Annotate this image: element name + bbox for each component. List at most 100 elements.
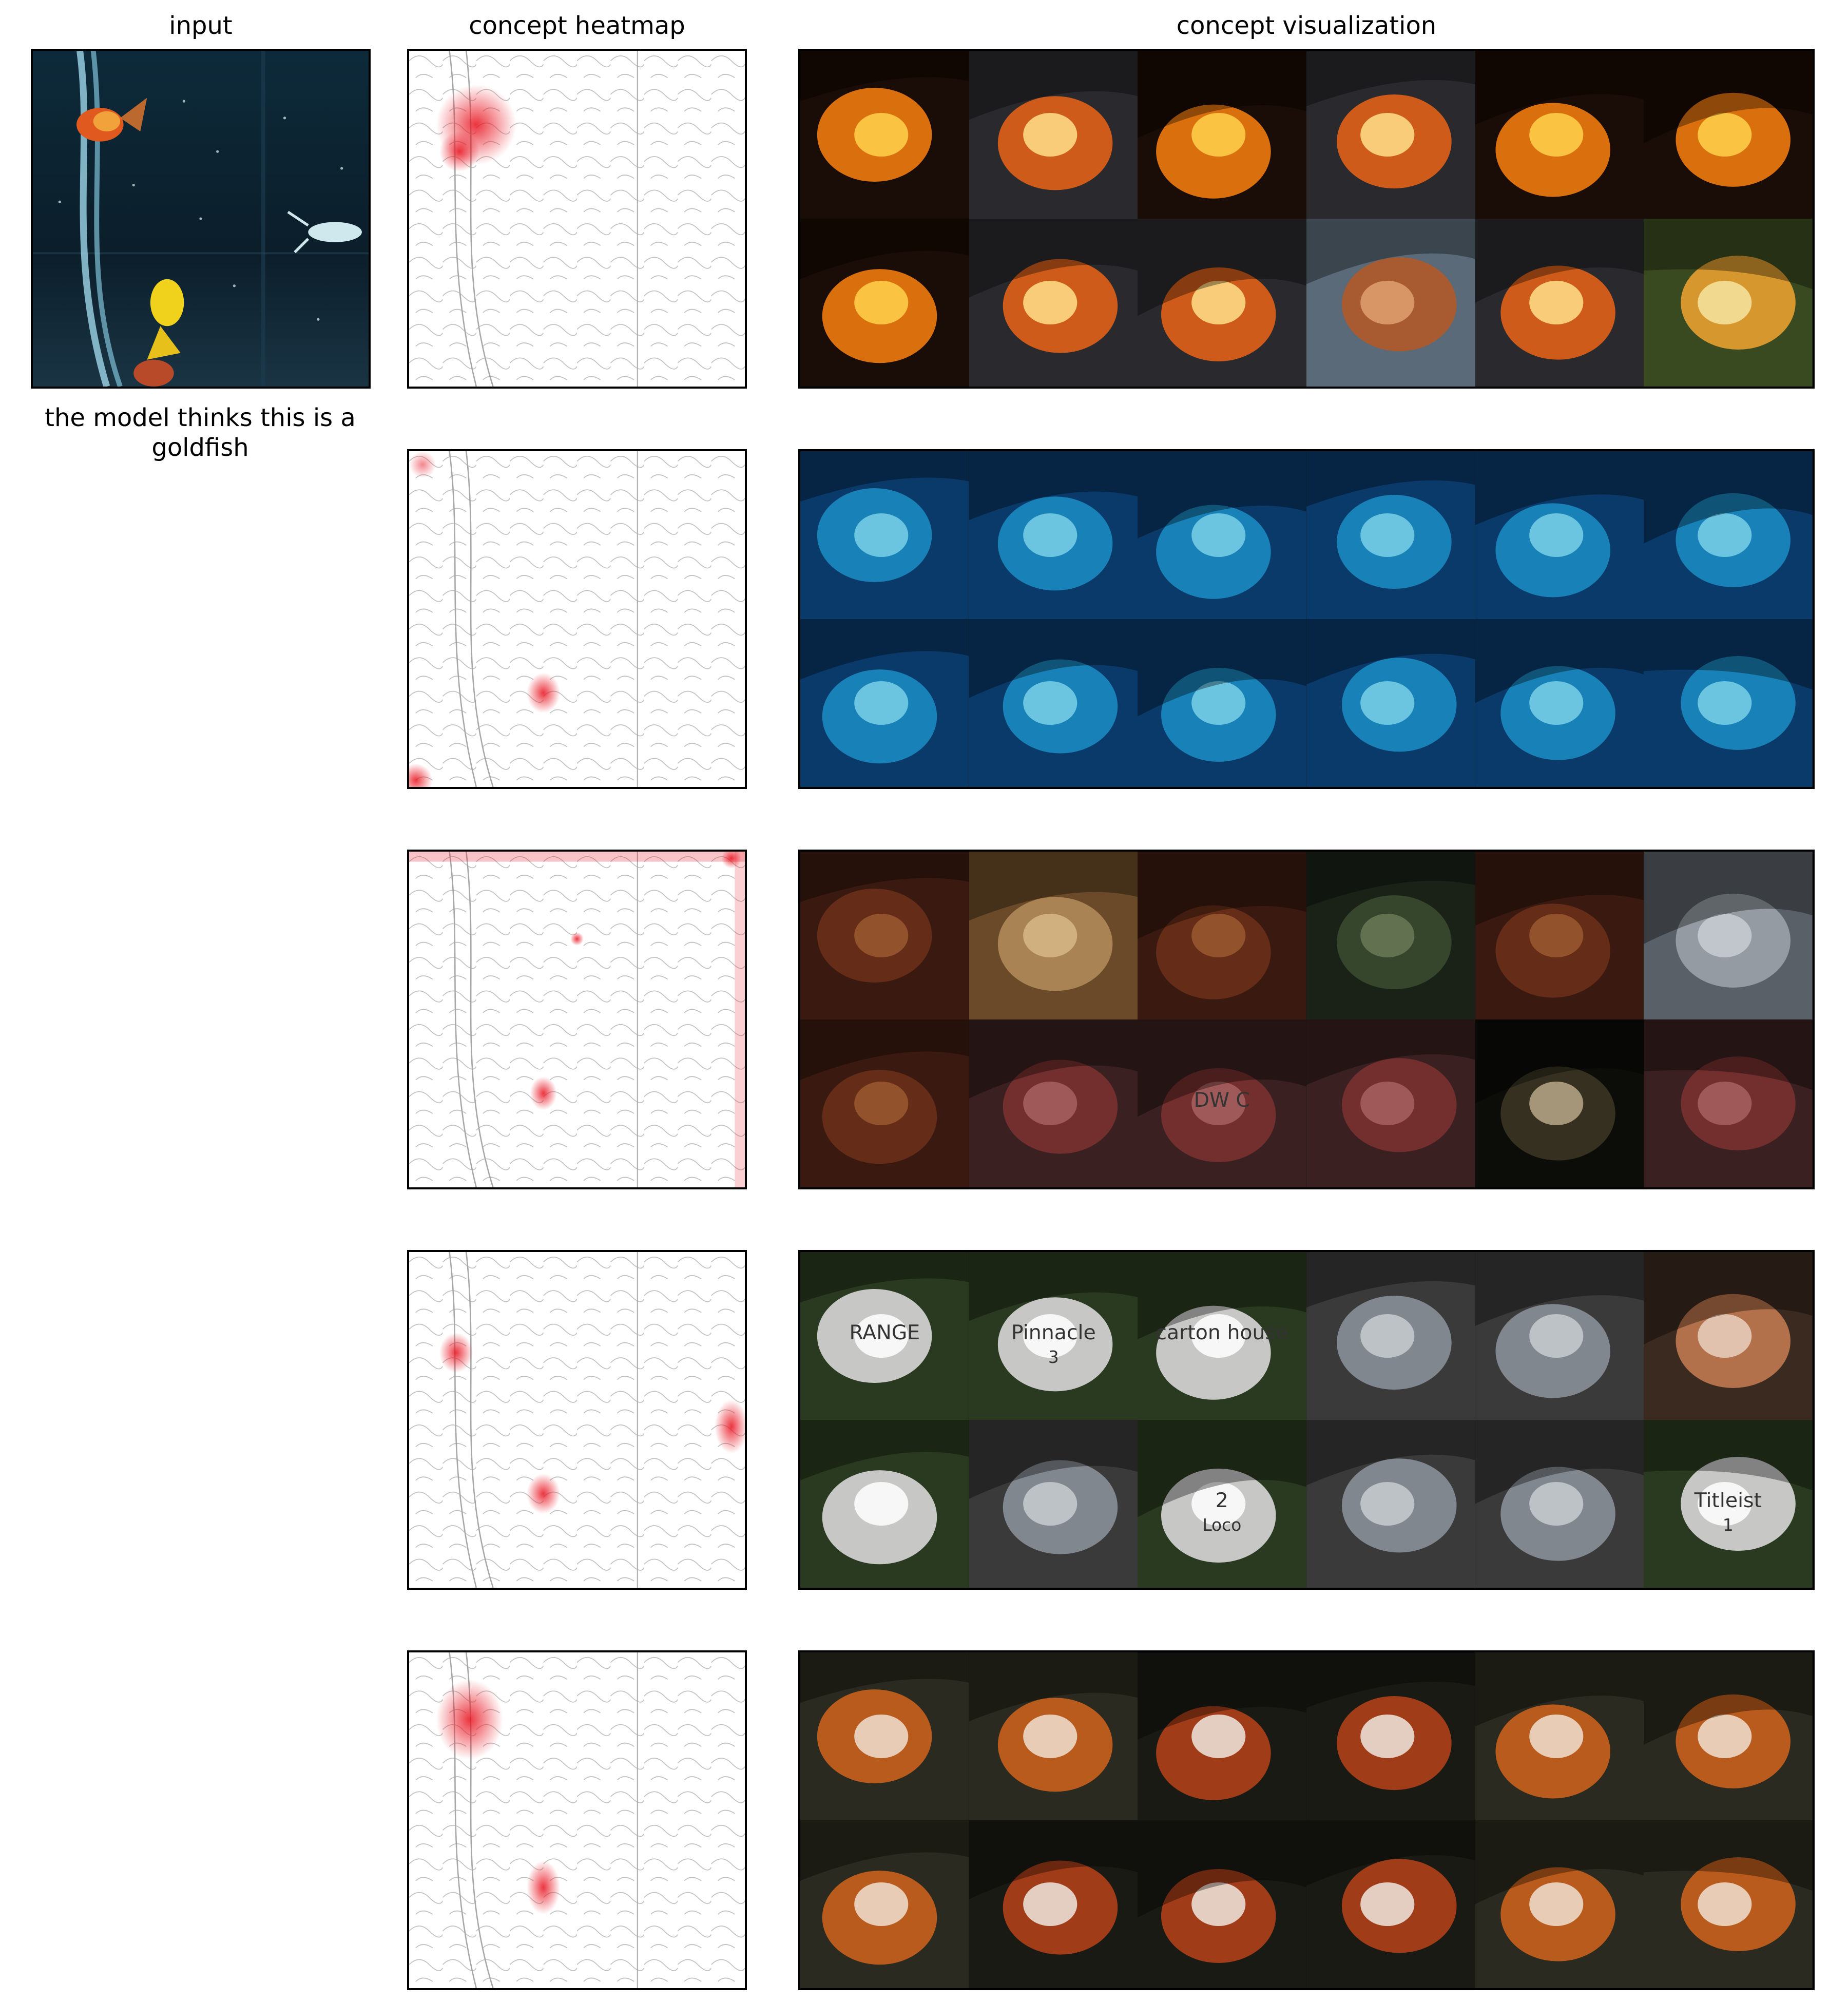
fire-icon (1644, 51, 1813, 219)
concept-tile-water (1644, 451, 1813, 619)
golfball-icon: carton house (1138, 1252, 1306, 1420)
tile-label: Titleist (1694, 1489, 1762, 1512)
tile-label: carton house (1156, 1321, 1288, 1344)
concept-tile-goldfish (1644, 219, 1813, 387)
water-icon (800, 619, 969, 787)
tile-sublabel: 3 (1048, 1348, 1059, 1367)
concept-tile-water (1644, 619, 1813, 787)
concept-tile-dark-water (1306, 852, 1475, 1019)
fox-icon (969, 1652, 1138, 1820)
concept-visualization-1 (798, 49, 1815, 389)
parrot-icon (1475, 1252, 1644, 1420)
concept-tile-fireplace (969, 51, 1138, 219)
concept-tile-golfball: Titleist 1 (1644, 1420, 1813, 1588)
concept-tile-fox (800, 1652, 969, 1820)
goldfish-tank-image (33, 51, 369, 387)
concept-tile-fireplace (1475, 219, 1644, 387)
concept-tile-water (1475, 619, 1644, 787)
wood-icon (800, 1019, 969, 1187)
fire-icon (1138, 51, 1306, 219)
water-icon (1475, 619, 1644, 787)
input-header: input (169, 11, 233, 40)
water-icon (800, 451, 969, 619)
concept-tile-wood (800, 852, 969, 1019)
fox-icon (1475, 1652, 1644, 1820)
red-panda-icon (1138, 1820, 1306, 1988)
parrot-icon (1475, 1420, 1644, 1588)
concept-tile-water (800, 619, 969, 787)
concept-tile-wood (1475, 852, 1644, 1019)
tile-sublabel: 1 (1723, 1515, 1734, 1535)
fox-icon (1475, 1820, 1644, 1988)
wood-icon (800, 852, 969, 1019)
concept-tile-water (969, 451, 1138, 619)
fire-icon (800, 51, 969, 219)
concept-tile-fox (1475, 1820, 1644, 1988)
heatmap-image (409, 51, 745, 387)
fireplace-icon (969, 51, 1138, 219)
tile-label: Pinnacle (1011, 1321, 1096, 1344)
concept-heatmap-3 (407, 850, 747, 1189)
concept-tile-water (1306, 451, 1475, 619)
boxcar-icon: DW C (1138, 1019, 1306, 1187)
concept-tile-water (969, 619, 1138, 787)
tile-sublabel: Loco (1203, 1515, 1242, 1535)
fox-icon (1644, 1820, 1813, 1988)
tile-grid (800, 51, 1813, 387)
goldfish-icon (1644, 219, 1813, 387)
concept-tile-portrait (1644, 1252, 1813, 1420)
dark-water-icon (1306, 852, 1475, 1019)
parrot-icon (1306, 1420, 1475, 1588)
concept-tile-fire (1475, 51, 1644, 219)
concept-tile-fox (1475, 1652, 1644, 1820)
concept-tile-bird (1306, 219, 1475, 387)
water-icon (1306, 451, 1475, 619)
wood-icon (1475, 852, 1644, 1019)
concept-tile-wood (800, 1019, 969, 1187)
concept-tile-fox (1644, 1652, 1813, 1820)
concept-tile-red-panda (1138, 1652, 1306, 1820)
fireplace-icon (969, 219, 1138, 387)
parrot-icon (969, 1420, 1138, 1588)
fire-icon (1475, 51, 1644, 219)
concept-tile-fireplace (1306, 51, 1475, 219)
concept-heatmap-2 (407, 449, 747, 789)
concept-tile-boxcar (1644, 1019, 1813, 1187)
concept-tile-water (1475, 451, 1644, 619)
concept-tile-dresser (1644, 852, 1813, 1019)
spider-icon (1475, 1019, 1644, 1187)
bird-icon (1306, 219, 1475, 387)
concept-tile-fox (1644, 1820, 1813, 1988)
heatmap-image (409, 451, 745, 787)
concept-tile-water (1306, 619, 1475, 787)
concept-tile-red-panda (1306, 1652, 1475, 1820)
golfball-icon (800, 1420, 969, 1588)
tile-grid: DW C (800, 852, 1813, 1187)
water-icon (1306, 619, 1475, 787)
concept-tile-boxcar (969, 1019, 1138, 1187)
concept-tile-golfball: RANGE (800, 1252, 969, 1420)
concept-tile-wood (1138, 852, 1306, 1019)
concept-tile-fire (800, 51, 969, 219)
water-icon (969, 619, 1138, 787)
water-icon (969, 451, 1138, 619)
tile-label: DW C (1194, 1088, 1250, 1112)
concept-tile-spider (1475, 1019, 1644, 1187)
concept-visualization-3: DW C (798, 850, 1815, 1189)
fox-icon (800, 1652, 969, 1820)
concept-heatmap-1 (407, 49, 747, 389)
concept-tile-fox (800, 1820, 969, 1988)
concept-visualization-2 (798, 449, 1815, 789)
wood-light-icon (969, 852, 1138, 1019)
heatmap-image (409, 1652, 745, 1988)
concept-tile-golfball (800, 1420, 969, 1588)
concept-tile-golfball: carton house (1138, 1252, 1306, 1420)
concept-tile-fox (969, 1652, 1138, 1820)
dresser-icon (1644, 852, 1813, 1019)
concept-tile-red-panda (1138, 1820, 1306, 1988)
concept-visualization-5 (798, 1650, 1815, 1990)
concept-tile-fireplace (969, 219, 1138, 387)
